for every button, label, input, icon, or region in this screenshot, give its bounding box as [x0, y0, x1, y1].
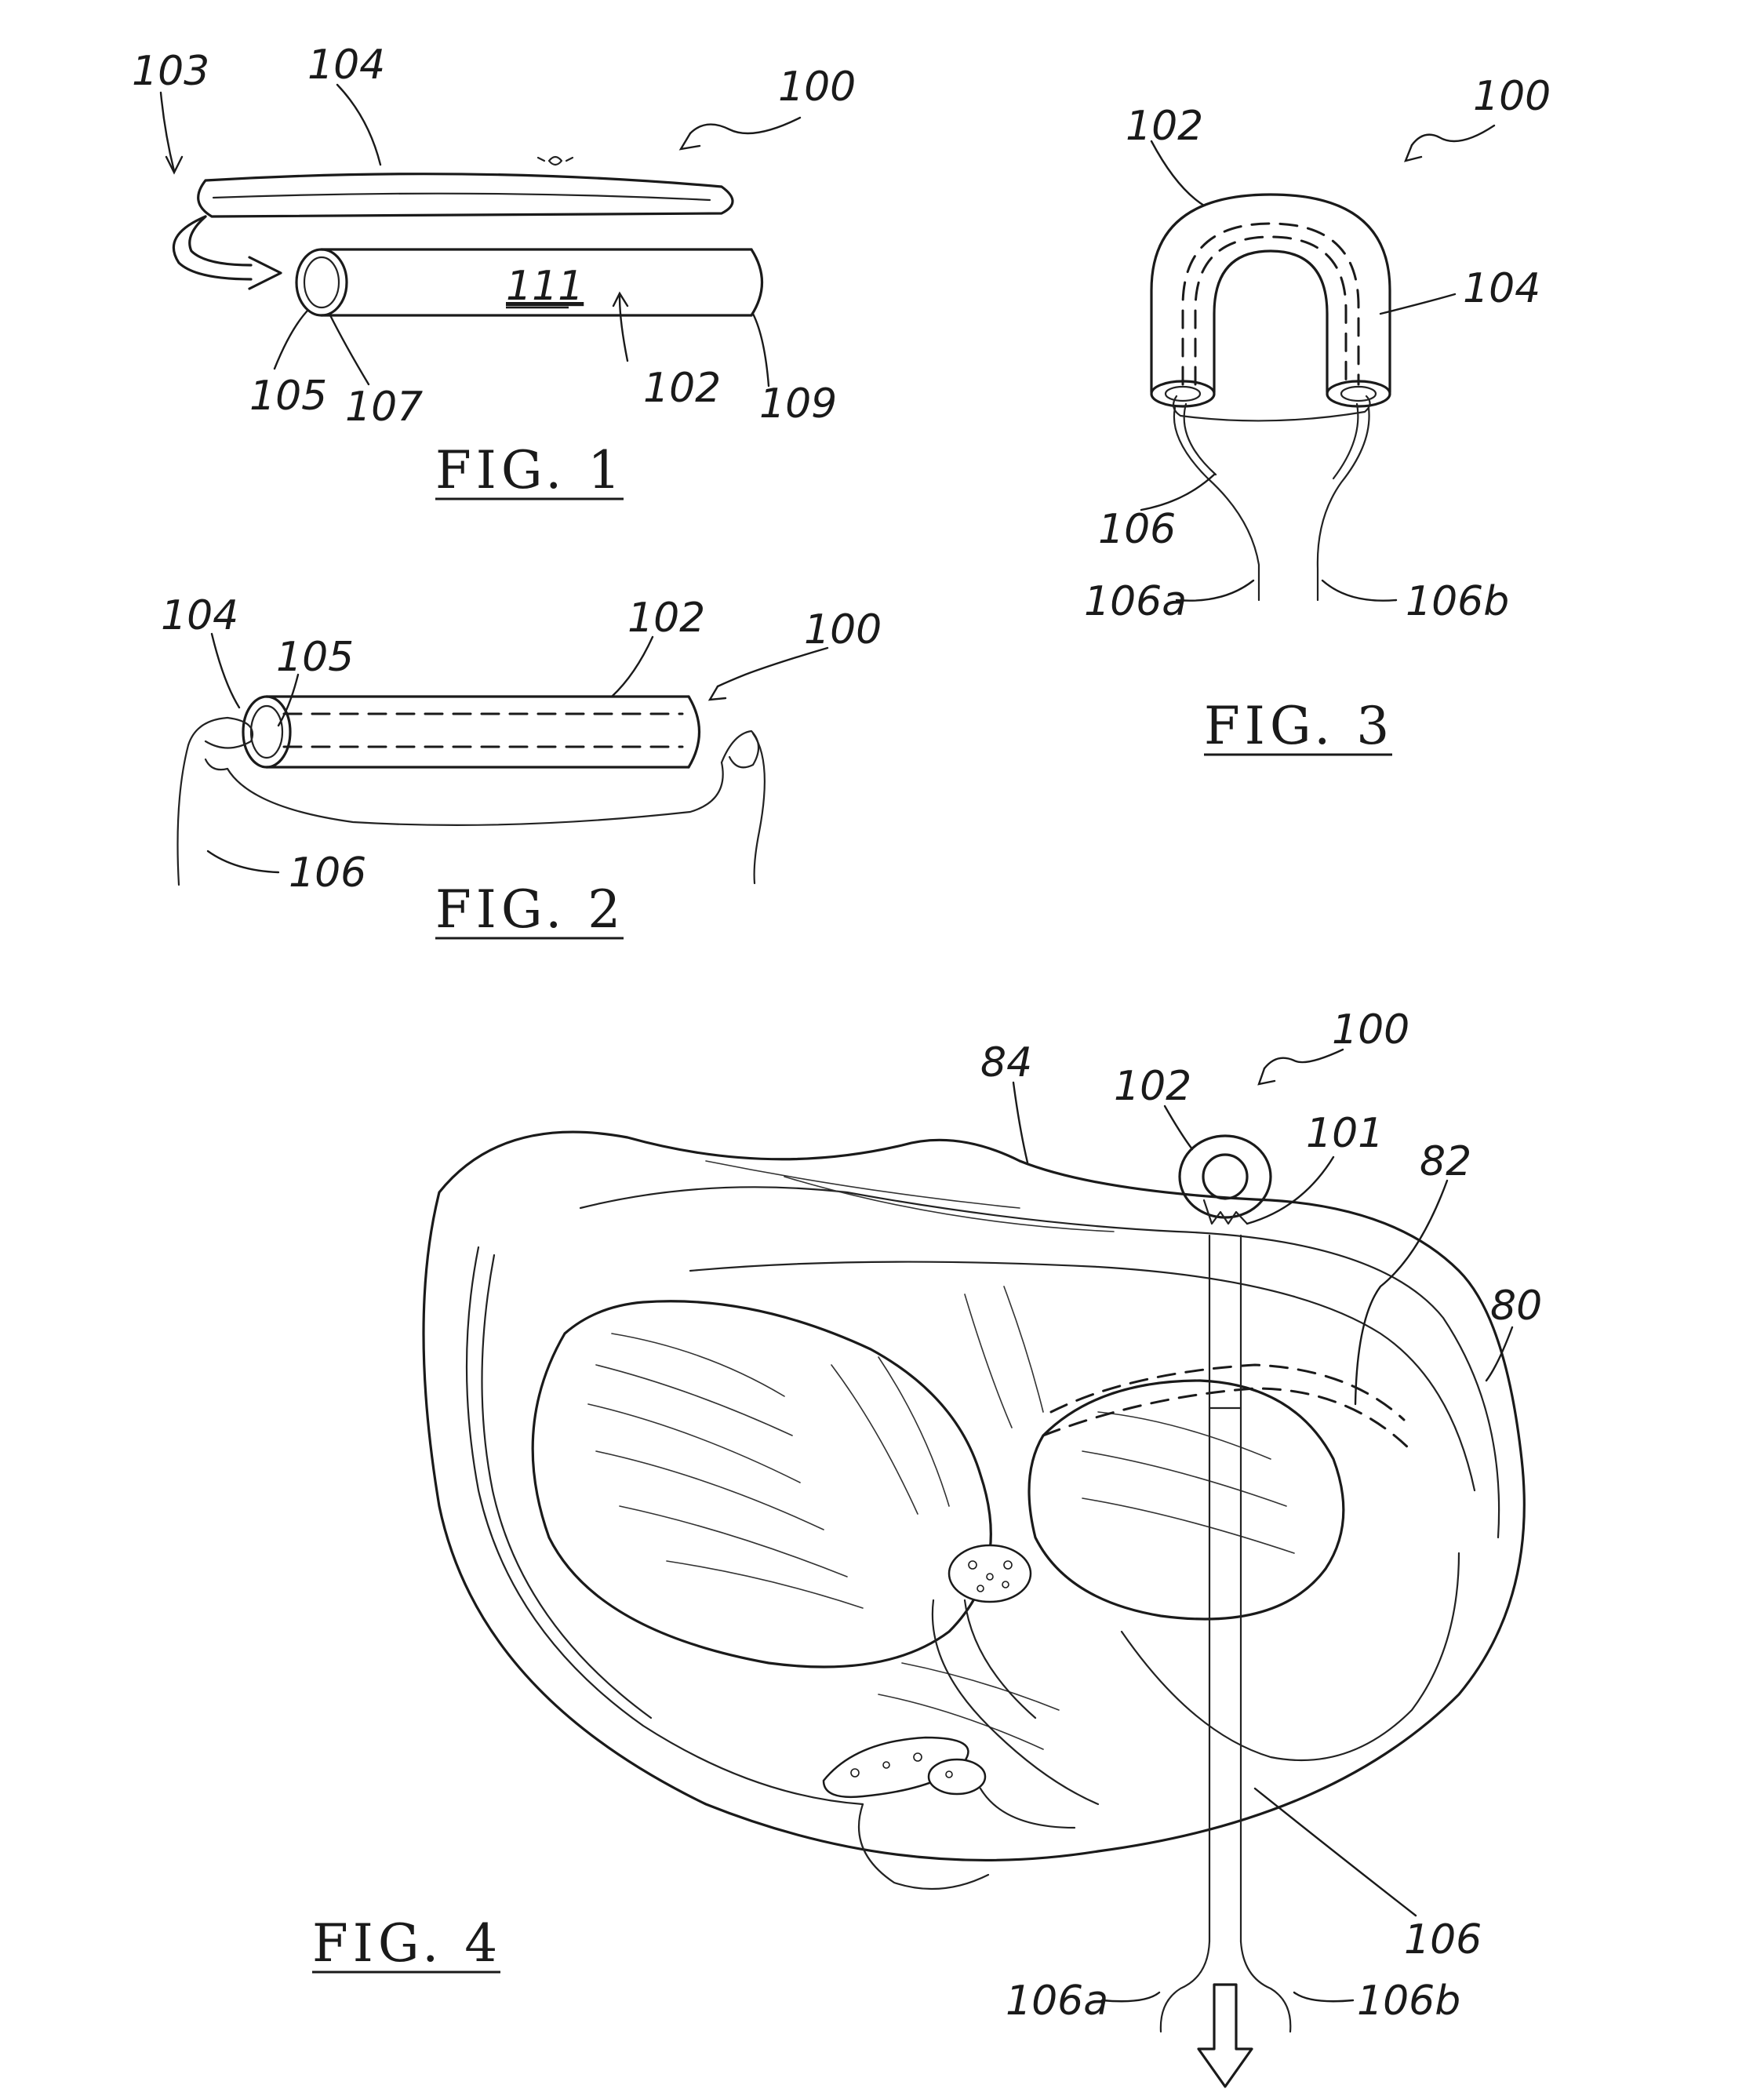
fig4-medial-contour [533, 1301, 991, 1667]
fig3-caption: FIG. 3 [1204, 696, 1394, 756]
fig3: 102 100 104 106 106a 106b FIG. 3 [1084, 73, 1551, 756]
ref-84: 84 [980, 1039, 1032, 1086]
ref-100: 100 [1473, 73, 1551, 120]
ref-102: 102 [1114, 1063, 1191, 1110]
fig2: 104 105 102 100 106 FIG. 2 [161, 592, 882, 940]
ref-104: 104 [307, 42, 385, 89]
fig4-shading [588, 1161, 1294, 1749]
ref-102: 102 [643, 365, 721, 412]
fig4-meniscus-outer-80 [424, 1132, 1524, 1860]
fig3-tube-102 [1151, 195, 1390, 406]
ref-82: 82 [1420, 1138, 1471, 1185]
ref-101: 101 [1306, 1110, 1384, 1157]
ref-109: 109 [759, 380, 837, 428]
fig2-caption: FIG. 2 [435, 879, 625, 940]
ref-106b: 106b [1406, 578, 1509, 625]
fig3-suture-106 [1173, 396, 1370, 420]
fig1-caption: FIG. 1 [435, 440, 625, 500]
ref-105: 105 [249, 373, 327, 420]
ref-105: 105 [276, 634, 354, 681]
ref-106: 106 [1098, 506, 1176, 553]
fig4-caption: FIG. 4 [312, 1913, 502, 1974]
fig1: 103 104 100 111 105 107 102 109 FIG. 1 [132, 42, 856, 500]
fig4-suture-106 [1161, 1235, 1290, 2032]
ref-80: 80 [1490, 1283, 1542, 1330]
ref-102: 102 [627, 595, 705, 642]
ref-104: 104 [161, 592, 238, 639]
ref-104: 104 [1463, 265, 1540, 312]
ref-106a: 106a [1084, 578, 1187, 625]
ref-107: 107 [345, 384, 423, 431]
ref-106b: 106b [1357, 1978, 1460, 2025]
fig4-pull-arrow [1198, 1985, 1252, 2087]
fig4-implant-102 [1180, 1136, 1271, 1224]
fig4: 84 102 100 101 82 80 106 106a 106b FIG. … [312, 1006, 1542, 2087]
ref-103: 103 [132, 48, 209, 95]
ref-106a: 106a [1006, 1978, 1108, 2025]
fig4-attachment-site-lower [824, 1738, 985, 1797]
ref-100: 100 [1332, 1006, 1409, 1053]
ref-106: 106 [289, 850, 366, 897]
fig1-insert-arrow [173, 217, 251, 279]
ref-111: 111 [506, 263, 584, 310]
fig4-attachment-site-upper [949, 1545, 1031, 1602]
ref-100: 100 [778, 64, 856, 111]
fig2-suture-106 [178, 718, 253, 885]
ref-106: 106 [1404, 1916, 1482, 1963]
fig4-lateral-contour [1029, 1381, 1344, 1619]
fig2-tube-102 [243, 697, 700, 767]
fig1-knot [538, 157, 573, 165]
ref-100: 100 [804, 606, 882, 653]
ref-102: 102 [1126, 103, 1203, 150]
